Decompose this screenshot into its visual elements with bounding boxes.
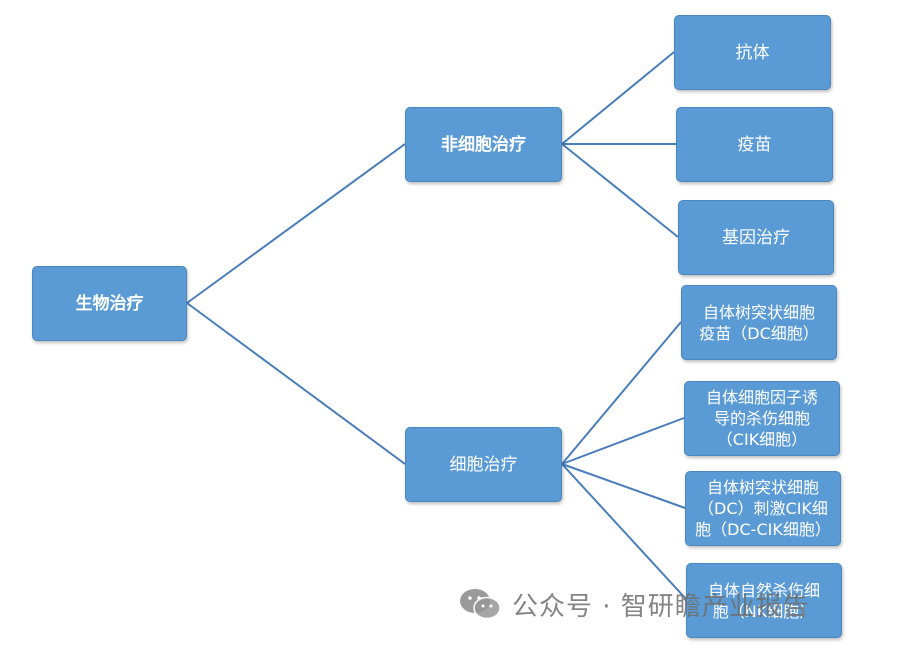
- leaf-node-cik-cell: 自体细胞因子诱 导的杀伤细胞 （CIK细胞）: [684, 381, 840, 456]
- leaf-node-vaccine: 疫苗: [676, 107, 833, 182]
- watermark-text: 公众号 · 智研瞻产业报告: [512, 591, 810, 622]
- leaf-node-dc-cell: 自体树突状细胞 疫苗（DC细胞）: [681, 285, 837, 360]
- connector-cell-nk: [561, 463, 687, 600]
- leaf-node-gene-therapy: 基因治疗: [678, 200, 834, 275]
- connector-cell-dccik: [561, 463, 686, 509]
- root-node-biotherapy: 生物治疗: [32, 266, 187, 341]
- branch-node-cell-therapy: 细胞治疗: [405, 427, 562, 502]
- connector-root-noncell: [186, 143, 406, 304]
- watermark: 公众号 · 智研瞻产业报告: [458, 584, 810, 624]
- connector-cell-dc: [561, 321, 682, 465]
- wechat-icon: [460, 589, 501, 620]
- leaf-node-antibody: 抗体: [674, 15, 831, 90]
- connector-noncell-antibody: [561, 51, 675, 145]
- leaf-node-dc-cik-cell: 自体树突状细胞 （DC）刺激CIK细 胞（DC-CIK细胞）: [685, 471, 841, 546]
- branch-node-non-cell-therapy: 非细胞治疗: [405, 107, 562, 182]
- connector-noncell-gene: [561, 143, 679, 238]
- connector-root-cell: [186, 302, 406, 465]
- leaf-node-nk-cell: 自体自然杀伤细 胞（NK细胞）: [686, 563, 842, 638]
- connector-cell-cik: [561, 417, 685, 465]
